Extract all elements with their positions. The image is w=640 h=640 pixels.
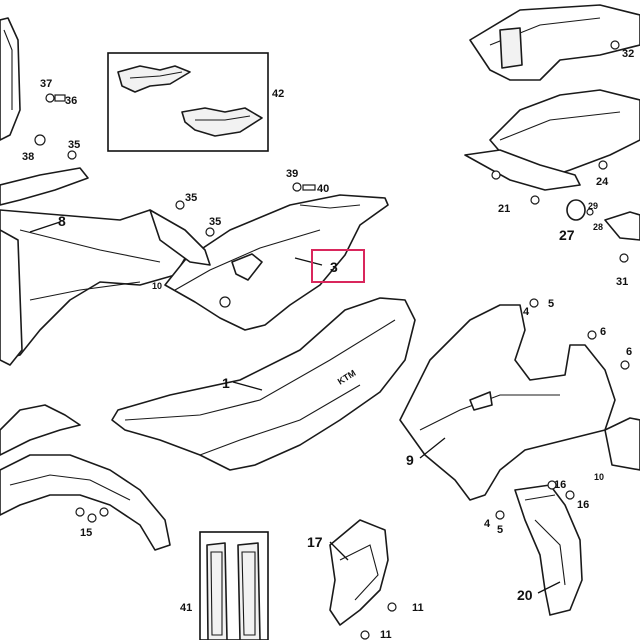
handguard-kit-box: [107, 52, 269, 152]
side-panel-right-part[interactable]: [399, 304, 616, 501]
side-panel-left-part[interactable]: [0, 229, 23, 366]
bolt-32[interactable]: [610, 40, 620, 50]
label-8[interactable]: 8: [58, 213, 66, 229]
front-bracket-part[interactable]: [0, 404, 81, 456]
fasteners: [34, 40, 630, 640]
label-1[interactable]: 1: [222, 375, 230, 391]
label-4b[interactable]: 4: [484, 518, 491, 530]
label-37[interactable]: 37: [40, 78, 52, 90]
bolt-35-mid[interactable]: [175, 200, 185, 210]
bolt-31[interactable]: [619, 253, 629, 263]
bolt-35-top[interactable]: [67, 150, 77, 160]
chain-guide-part-17[interactable]: [329, 519, 389, 626]
grommet-38[interactable]: [34, 134, 46, 146]
bolt-5-bottom[interactable]: [495, 510, 505, 520]
label-35c[interactable]: 35: [209, 216, 221, 228]
bolt-21-b[interactable]: [530, 195, 540, 205]
right-side-cover-part[interactable]: [604, 211, 640, 241]
label-16a[interactable]: 16: [554, 479, 566, 491]
label-36[interactable]: 36: [65, 95, 77, 107]
bolt-36[interactable]: [54, 94, 66, 102]
fork-protector-kit-box: [199, 531, 269, 640]
bolt-21[interactable]: [491, 170, 501, 180]
label-4a[interactable]: 4: [523, 306, 530, 318]
scoop-bracket-part[interactable]: [149, 209, 211, 266]
label-11b[interactable]: 11: [380, 629, 392, 640]
label-35b[interactable]: 35: [185, 192, 197, 204]
radiator-scoop-part-3[interactable]: [164, 194, 389, 331]
label-38[interactable]: 38: [22, 151, 34, 163]
label-40[interactable]: 40: [317, 183, 329, 195]
bolt-11-b[interactable]: [360, 630, 370, 640]
bolt-scoop[interactable]: [219, 296, 231, 308]
label-5b[interactable]: 5: [497, 524, 503, 536]
bolt-15-b[interactable]: [87, 513, 97, 523]
bolt-6-b[interactable]: [620, 360, 630, 370]
handguard-right-part[interactable]: [181, 107, 263, 137]
label-24[interactable]: 24: [596, 176, 609, 188]
front-plate-part[interactable]: [0, 17, 21, 141]
radiator-shroud-left-part[interactable]: [0, 167, 191, 361]
label-21[interactable]: 21: [498, 203, 510, 215]
bolt-24[interactable]: [598, 160, 608, 170]
chain-slider-part-20[interactable]: [514, 484, 583, 616]
bolt-37[interactable]: [45, 93, 55, 103]
label-6a[interactable]: 6: [600, 326, 606, 338]
label-16b[interactable]: 16: [577, 499, 589, 511]
label-32[interactable]: 32: [622, 48, 634, 60]
part-labels: 1 3 4 4 5 5 6 6 8 9 10 10 11 11 15 16 16…: [22, 48, 634, 640]
label-35a[interactable]: 35: [68, 139, 80, 151]
bolt-39[interactable]: [292, 182, 302, 192]
label-31[interactable]: 31: [616, 276, 628, 288]
label-3[interactable]: 3: [330, 259, 338, 275]
bolt-28[interactable]: [586, 208, 594, 216]
label-10b[interactable]: 10: [594, 472, 604, 482]
fork-protector-left-part[interactable]: [206, 542, 228, 640]
label-10a[interactable]: 10: [152, 281, 162, 291]
bolt-35-low[interactable]: [205, 227, 215, 237]
label-6b[interactable]: 6: [626, 346, 632, 358]
bolt-40[interactable]: [302, 184, 316, 191]
front-fender-part[interactable]: [0, 454, 171, 551]
label-27[interactable]: 27: [559, 227, 575, 243]
label-5a[interactable]: 5: [548, 298, 554, 310]
bolt-15-a[interactable]: [75, 507, 85, 517]
label-17[interactable]: 17: [307, 534, 323, 550]
rear-fender-bottom-right-part[interactable]: [604, 417, 640, 471]
label-39[interactable]: 39: [286, 168, 298, 180]
bolt-6-a[interactable]: [587, 330, 597, 340]
label-41[interactable]: 41: [180, 602, 192, 614]
bolt-5-top[interactable]: [529, 298, 539, 308]
label-9[interactable]: 9: [406, 452, 414, 468]
bolt-16-a[interactable]: [547, 480, 557, 490]
seat-part[interactable]: KTM: [111, 297, 416, 471]
highlight-part-3[interactable]: [311, 249, 365, 283]
fork-protector-right-part[interactable]: [237, 542, 261, 640]
label-42[interactable]: 42: [272, 88, 284, 100]
label-20[interactable]: 20: [517, 587, 533, 603]
label-11a[interactable]: 11: [412, 602, 424, 614]
handguard-left-part[interactable]: [117, 65, 191, 93]
washer-part-27[interactable]: [566, 199, 586, 221]
label-15[interactable]: 15: [80, 527, 92, 539]
label-29[interactable]: 29: [588, 201, 598, 211]
rear-mudguard-part[interactable]: [464, 89, 640, 191]
rear-fender-right-part[interactable]: [469, 4, 640, 81]
bolt-15-c[interactable]: [99, 507, 109, 517]
bolt-11-a[interactable]: [387, 602, 397, 612]
label-28[interactable]: 28: [593, 222, 603, 232]
bolt-16-b[interactable]: [565, 490, 575, 500]
leader-lines: [29, 221, 561, 594]
